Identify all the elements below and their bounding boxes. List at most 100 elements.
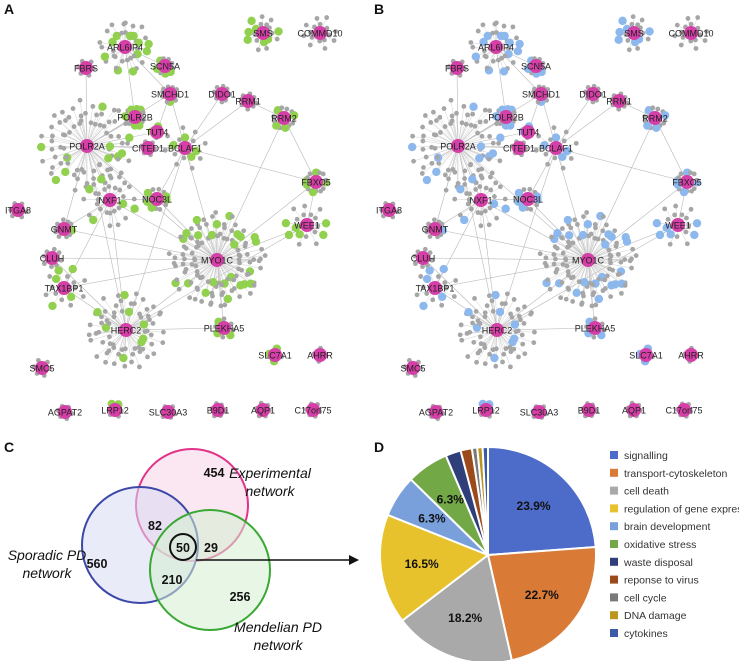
panel-letter-c: C (4, 439, 14, 455)
gene-hub-node (489, 40, 503, 54)
neighbor-node (258, 256, 263, 262)
gene-label: WEE1 (294, 221, 320, 231)
panel-letter-d: D (374, 439, 384, 455)
highlighted-node (643, 121, 652, 130)
neighbor-node (181, 244, 187, 250)
neighbor-node (199, 240, 205, 246)
neighbor-node (489, 298, 495, 304)
neighbor-node (570, 299, 576, 304)
neighbor-node (484, 303, 490, 309)
neighbor-node (446, 176, 451, 182)
neighbor-node (177, 137, 182, 143)
gene-label: GNMT (422, 225, 449, 235)
neighbor-node (579, 302, 584, 307)
neighbor-node (615, 272, 621, 277)
neighbor-node (224, 236, 230, 242)
neighbor-node (528, 311, 534, 317)
neighbor-node (427, 234, 433, 239)
neighbor-node (565, 269, 571, 274)
neighbor-node (559, 280, 565, 285)
neighbor-node (104, 28, 110, 34)
neighbor-node (477, 119, 483, 125)
neighbor-node (568, 225, 574, 231)
neighbor-node (189, 165, 195, 171)
gene-hub-node (306, 403, 320, 417)
legend-entry: cytokines (624, 628, 668, 640)
neighbor-node (581, 214, 586, 219)
gene-label: BCLAF1 (539, 144, 573, 154)
neighbor-node (313, 241, 319, 247)
neighbor-node (560, 165, 566, 171)
highlighted-node (281, 219, 291, 228)
neighbor-node (531, 340, 537, 346)
neighbor-node (482, 208, 488, 214)
neighbor-node (189, 250, 195, 256)
neighbor-node (134, 46, 140, 52)
gene-label: NXF1 (98, 196, 121, 206)
neighbor-node (78, 113, 84, 119)
highlighted-node (243, 35, 252, 45)
neighbor-node (551, 125, 557, 131)
highlighted-node (147, 203, 156, 212)
neighbor-node (115, 222, 121, 228)
highlighted-node (137, 337, 146, 347)
neighbor-node (528, 206, 534, 212)
gene-hub-node (119, 323, 133, 337)
pie-slice (400, 553, 513, 661)
neighbor-node (157, 311, 163, 317)
neighbor-node (219, 292, 225, 298)
neighbor-node (197, 156, 203, 161)
neighbor-node (680, 35, 686, 40)
neighbor-node (559, 226, 565, 231)
gene-hub-node (35, 361, 49, 375)
neighbor-node (91, 168, 97, 174)
highlighted-node (281, 123, 290, 132)
neighbor-node (41, 261, 47, 267)
gene-label: RRM2 (642, 114, 668, 124)
neighbor-node (504, 291, 510, 297)
neighbor-node (545, 161, 551, 167)
highlighted-node (489, 199, 499, 209)
neighbor-node (101, 123, 107, 129)
neighbor-node (521, 320, 527, 326)
neighbor-node (123, 215, 129, 221)
neighbor-node (115, 293, 121, 299)
neighbor-node (536, 133, 542, 139)
neighbor-node (459, 120, 465, 126)
neighbor-node (519, 332, 525, 338)
neighbor-node (271, 118, 277, 124)
highlighted-node (162, 192, 171, 201)
interaction-edge (555, 93, 594, 149)
highlighted-node (291, 223, 300, 233)
neighbor-node (494, 121, 500, 127)
neighbor-node (248, 290, 253, 296)
neighbor-node (119, 347, 125, 353)
gene-hub-node (150, 125, 164, 139)
neighbor-node (104, 210, 110, 215)
neighbor-node (259, 246, 265, 252)
neighbor-node (131, 53, 137, 59)
neighbor-node (137, 364, 142, 370)
gene-hub-node (450, 61, 464, 75)
highlighted-node (419, 301, 428, 311)
gene-label: CITED1 (132, 144, 164, 154)
neighbor-node (419, 171, 425, 176)
gene-label: B9D1 (207, 406, 230, 416)
neighbor-node (94, 201, 100, 207)
neighbor-node (470, 111, 476, 117)
neighbor-node (537, 251, 543, 257)
neighbor-node (116, 134, 122, 139)
neighbor-node (466, 197, 472, 203)
gene-label: AHRR (678, 351, 704, 361)
neighbor-node (520, 341, 526, 347)
venn-label-mendelian-2: network (253, 637, 303, 653)
gene-hub-node (11, 203, 25, 217)
neighbor-node (482, 107, 488, 113)
neighbor-node (220, 334, 226, 340)
neighbor-node (490, 30, 496, 36)
neighbor-node (475, 28, 481, 34)
neighbor-node (107, 341, 113, 347)
neighbor-node (560, 262, 566, 267)
neighbor-node (149, 341, 155, 347)
highlighted-node (407, 142, 417, 152)
